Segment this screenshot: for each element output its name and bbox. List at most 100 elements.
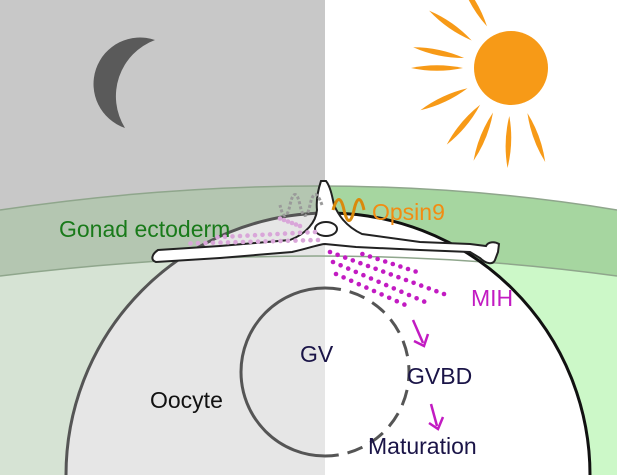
mih-dot — [441, 291, 447, 297]
mih-dot — [260, 232, 265, 238]
oocyte-outline-day — [324, 211, 592, 475]
mih-dot — [405, 266, 411, 272]
gonad-ectoderm-label: Gonad ectoderm — [59, 216, 230, 242]
gv-outline-solid — [239, 286, 326, 458]
mih-dot — [297, 230, 303, 236]
mih-dot — [275, 231, 280, 237]
sun-ray — [505, 115, 512, 168]
mih-dot — [426, 286, 432, 291]
mih-dot — [285, 219, 291, 224]
mih-dot — [277, 216, 283, 221]
sun-ray — [429, 10, 472, 41]
mih-dot — [330, 259, 336, 265]
cell-nucleus — [314, 221, 338, 237]
mih-dot — [399, 289, 404, 295]
mih-dot — [335, 252, 340, 258]
mih-dot — [285, 238, 291, 244]
mih-dot — [388, 272, 394, 277]
mih-dot — [434, 288, 439, 294]
oocyte-label: Oocyte — [150, 387, 223, 413]
mih-dot — [252, 232, 258, 238]
mih-dot — [348, 278, 354, 284]
mih-dot — [350, 258, 356, 263]
mih-dot — [338, 263, 343, 268]
maturation-label: Maturation — [368, 433, 477, 459]
mih-dot — [281, 217, 287, 223]
mih-dot — [188, 241, 193, 246]
arrow-gvbd-to-maturation — [428, 403, 445, 431]
mih-dot — [341, 275, 346, 280]
mih-dot — [255, 239, 261, 244]
mih-dot — [215, 234, 220, 240]
mih-dot — [315, 237, 321, 243]
sun-icon — [411, 0, 548, 168]
mih-dot — [413, 269, 418, 274]
sun-ray — [473, 112, 494, 161]
mih-dot — [402, 302, 407, 307]
mih-dot — [230, 234, 235, 239]
mih-dot — [342, 255, 348, 260]
mih-dot — [383, 282, 389, 288]
oocyte-outline-night — [64, 211, 326, 475]
mih-dot — [237, 233, 243, 239]
mih-dot — [365, 263, 371, 269]
mih-dot — [394, 298, 400, 304]
mih-dot — [305, 230, 310, 235]
mih-dot — [375, 256, 380, 262]
mih-dot — [356, 281, 362, 287]
mih-dot — [333, 271, 339, 277]
mih-dot — [373, 266, 378, 272]
mih-dot — [368, 276, 374, 281]
mih-dot — [233, 239, 238, 245]
sun-ray — [446, 104, 481, 145]
mih-dot — [245, 233, 250, 238]
oocyte-night — [66, 213, 325, 475]
mih-dot — [222, 234, 228, 240]
mih-dot — [327, 249, 333, 255]
mih-dot — [218, 240, 223, 245]
opsin-coil-night — [278, 193, 324, 217]
ectoderm-bottom-edge — [0, 255, 617, 277]
mih-dot — [248, 239, 253, 245]
mih-dot — [300, 238, 306, 243]
moon-icon — [93, 37, 155, 128]
mih-dot — [380, 269, 386, 274]
opsin-label: Opsin9 — [372, 199, 445, 225]
mih-dot — [240, 239, 246, 245]
mih-dot — [290, 230, 295, 236]
mih-dots — [188, 216, 447, 307]
mih-dot — [390, 261, 396, 267]
mih-dot — [293, 238, 298, 243]
mih-dot — [360, 251, 365, 257]
mih-dot — [225, 240, 231, 245]
mih-dot — [282, 231, 288, 236]
mih-dot — [418, 283, 424, 288]
sun-ray — [468, 0, 487, 27]
mih-dot — [210, 240, 216, 246]
sun-ray — [527, 113, 546, 162]
mih-dot — [297, 223, 303, 229]
mih-dot — [379, 292, 384, 297]
mih-dot — [312, 229, 318, 235]
gv-label: GV — [300, 341, 334, 367]
mih-dot — [361, 272, 366, 278]
mih-label: MIH — [471, 285, 513, 311]
mih-dot — [195, 240, 201, 246]
mih-dot — [278, 238, 283, 244]
mih-dot — [411, 280, 416, 286]
gvbd-label: GVBD — [407, 363, 472, 389]
mih-dot — [358, 260, 363, 266]
gv-outline-dashed — [324, 286, 411, 458]
mih-dot — [364, 285, 369, 290]
mih-dot — [398, 264, 403, 269]
sun-ray — [413, 47, 465, 59]
ectoderm-top-edge — [0, 185, 617, 211]
mih-dot — [386, 295, 392, 301]
mih-dot — [414, 296, 419, 301]
sun-ray — [420, 88, 468, 111]
mih-dot — [353, 269, 359, 275]
mih-dot — [263, 239, 268, 244]
